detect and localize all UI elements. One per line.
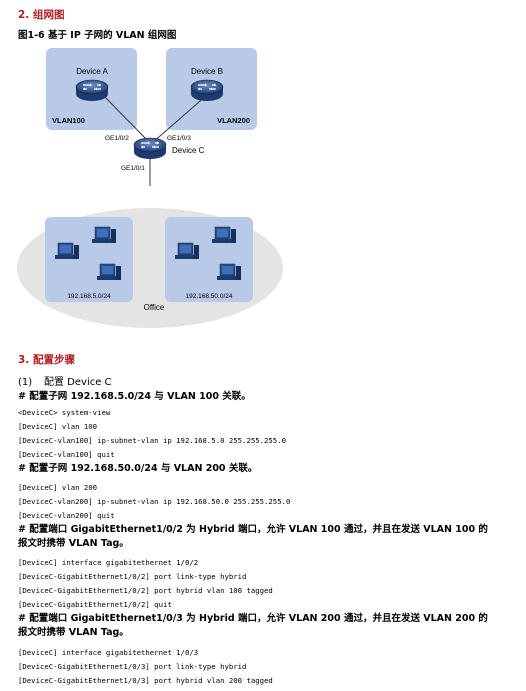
pc-icon bbox=[211, 226, 237, 244]
port-ge102-label: GE1/0/2 bbox=[105, 135, 129, 142]
vlan100-label: VLAN100 bbox=[52, 116, 85, 125]
network-diagram: Device A Device B VLAN100 VLAN200 GE1/0/… bbox=[17, 48, 283, 328]
config-comment: # 配置子网 192.168.5.0/24 与 VLAN 100 关联。 bbox=[18, 391, 251, 402]
office-label: Office bbox=[144, 303, 165, 312]
config-comment: # 配置子网 192.168.50.0/24 与 VLAN 200 关联。 bbox=[18, 463, 258, 474]
port-ge103-label: GE1/0/3 bbox=[167, 135, 191, 142]
pc-icon bbox=[216, 263, 242, 281]
code-line: [DeviceC-GigabitEthernet1/0/2] port hybr… bbox=[18, 586, 273, 595]
code-line: [DeviceC] vlan 200 bbox=[18, 483, 98, 492]
config-comment: # 配置端口 GigabitEthernet1/0/2 为 Hybrid 端口，… bbox=[18, 524, 488, 549]
pc-icon bbox=[96, 263, 122, 281]
device-c-label: Device C bbox=[172, 146, 205, 155]
pc-icon bbox=[174, 242, 200, 260]
device-b-label: Device B bbox=[191, 67, 223, 76]
code-line: [DeviceC-GigabitEthernet1/0/2] port link… bbox=[18, 572, 247, 581]
code-line: [DeviceC] interface gigabitethernet 1/0/… bbox=[18, 558, 199, 567]
subnet-right-label: 192.168.50.0/24 bbox=[186, 293, 233, 300]
config-comment: # 配置端口 GigabitEthernet1/0/3 为 Hybrid 端口，… bbox=[18, 613, 488, 638]
code-line: [DeviceC-vlan100] ip-subnet-vlan ip 192.… bbox=[18, 436, 286, 445]
code-line: [DeviceC-GigabitEthernet1/0/3] port link… bbox=[18, 662, 247, 671]
port-ge101-label: GE1/0/1 bbox=[121, 165, 145, 172]
code-line: [DeviceC-GigabitEthernet1/0/2] quit bbox=[18, 600, 172, 609]
figure-caption: 图1-6 基于 IP 子网的 VLAN 组网图 bbox=[18, 30, 177, 41]
device-b-switch-icon bbox=[190, 79, 224, 102]
device-a-label: Device A bbox=[76, 67, 108, 76]
section-title-config: 3. 配置步骤 bbox=[18, 354, 75, 366]
pc-icon bbox=[91, 226, 117, 244]
code-line: <DeviceC> system-view bbox=[18, 408, 111, 417]
code-line: [DeviceC-GigabitEthernet1/0/3] port hybr… bbox=[18, 676, 273, 685]
subnet-right-area bbox=[165, 217, 253, 302]
code-line: [DeviceC] interface gigabitethernet 1/0/… bbox=[18, 648, 199, 657]
device-c-switch-icon bbox=[133, 137, 167, 160]
step-1: (1) 配置 Device C bbox=[18, 373, 112, 388]
section-title-network: 2. 组网图 bbox=[18, 9, 65, 21]
pc-icon bbox=[54, 242, 80, 260]
link-a-c bbox=[102, 94, 151, 144]
subnet-left-label: 192.168.5.0/24 bbox=[67, 293, 111, 300]
code-line: [DeviceC-vlan200] quit bbox=[18, 511, 115, 520]
vlan200-label: VLAN200 bbox=[217, 116, 250, 125]
code-line: [DeviceC-vlan200] ip-subnet-vlan ip 192.… bbox=[18, 497, 291, 506]
link-b-c bbox=[151, 94, 208, 144]
device-a-switch-icon bbox=[75, 79, 109, 102]
code-line: [DeviceC] vlan 100 bbox=[18, 422, 98, 431]
subnet-left-area bbox=[45, 217, 133, 302]
code-line: [DeviceC-vlan100] quit bbox=[18, 450, 115, 459]
step-1-number: (1) bbox=[18, 377, 33, 388]
step-1-text: 配置 Device C bbox=[44, 377, 112, 388]
